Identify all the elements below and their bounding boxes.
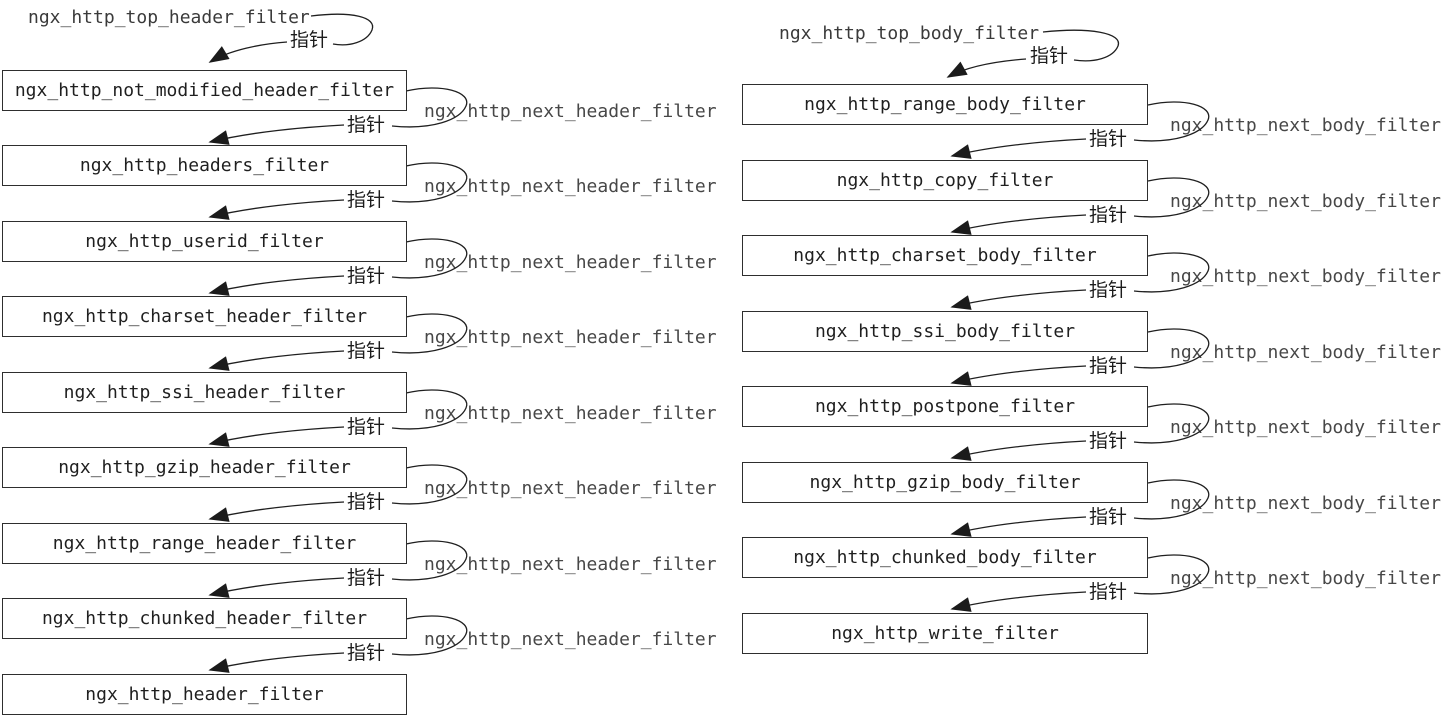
pointer-label: 指针 <box>289 29 328 51</box>
next-header-filter-label: ngx_http_next_header_filter <box>424 403 717 424</box>
next-body-filter-label: ngx_http_next_body_filter <box>1170 115 1441 136</box>
next-body-filter-label: ngx_http_next_body_filter <box>1170 493 1441 514</box>
filter-box: ngx_http_ssi_header_filter <box>2 372 407 413</box>
filter-box: ngx_http_charset_header_filter <box>2 296 407 337</box>
pointer-label: 指针 <box>346 114 385 136</box>
pointer-label: 指针 <box>1088 430 1127 452</box>
entry-arrow-header <box>208 41 288 63</box>
pointer-label: 指针 <box>346 567 385 589</box>
entry-curve-header <box>310 13 374 46</box>
filter-box: ngx_http_chunked_body_filter <box>742 537 1148 578</box>
next-header-filter-label: ngx_http_next_header_filter <box>424 554 717 575</box>
pointer-label: 指针 <box>346 642 385 664</box>
next-header-filter-label: ngx_http_next_header_filter <box>424 252 717 273</box>
next-body-filter-label: ngx_http_next_body_filter <box>1170 191 1441 212</box>
filter-box: ngx_http_chunked_header_filter <box>2 598 407 639</box>
pointer-label: 指针 <box>1029 45 1068 67</box>
next-body-filter-label: ngx_http_next_body_filter <box>1170 417 1441 438</box>
pointer-label: 指针 <box>346 491 385 513</box>
filter-box: ngx_http_userid_filter <box>2 221 407 262</box>
filter-box: ngx_http_postpone_filter <box>742 386 1148 427</box>
pointer-label: 指针 <box>1088 128 1127 150</box>
next-header-filter-label: ngx_http_next_header_filter <box>424 101 717 122</box>
pointer-label: 指针 <box>1088 355 1127 377</box>
pointer-label: 指针 <box>1088 581 1127 603</box>
filter-box: ngx_http_headers_filter <box>2 145 407 186</box>
next-header-filter-label: ngx_http_next_header_filter <box>424 478 717 499</box>
next-header-filter-label: ngx_http_next_header_filter <box>424 629 717 650</box>
next-body-filter-label: ngx_http_next_body_filter <box>1170 342 1441 363</box>
pointer-label: 指针 <box>1088 506 1127 528</box>
next-body-filter-label: ngx_http_next_body_filter <box>1170 568 1441 589</box>
next-body-filter-label: ngx_http_next_body_filter <box>1170 266 1441 287</box>
entry-curve-body <box>1042 29 1120 62</box>
filter-box: ngx_http_not_modified_header_filter <box>2 70 407 111</box>
filter-box: ngx_http_range_body_filter <box>742 84 1148 125</box>
next-header-filter-label: ngx_http_next_header_filter <box>424 176 717 197</box>
filter-box: ngx_http_range_header_filter <box>2 523 407 564</box>
entry-arrow-body <box>946 58 1027 78</box>
filter-box: ngx_http_ssi_body_filter <box>742 311 1148 352</box>
filter-box: ngx_http_write_filter <box>742 613 1148 654</box>
pointer-label: 指针 <box>346 340 385 362</box>
next-header-filter-label: ngx_http_next_header_filter <box>424 327 717 348</box>
pointer-label: 指针 <box>1088 279 1127 301</box>
pointer-label: 指针 <box>1088 204 1127 226</box>
entry-label-top-header-filter: ngx_http_top_header_filter <box>28 7 310 28</box>
filter-box: ngx_http_charset_body_filter <box>742 235 1148 276</box>
filter-box: ngx_http_header_filter <box>2 674 407 715</box>
entry-label-top-body-filter: ngx_http_top_body_filter <box>779 23 1040 44</box>
filter-box: ngx_http_gzip_header_filter <box>2 447 407 488</box>
pointer-label: 指针 <box>346 189 385 211</box>
pointer-label: 指针 <box>346 265 385 287</box>
filter-box: ngx_http_gzip_body_filter <box>742 462 1148 503</box>
pointer-label: 指针 <box>346 416 385 438</box>
filter-box: ngx_http_copy_filter <box>742 160 1148 201</box>
